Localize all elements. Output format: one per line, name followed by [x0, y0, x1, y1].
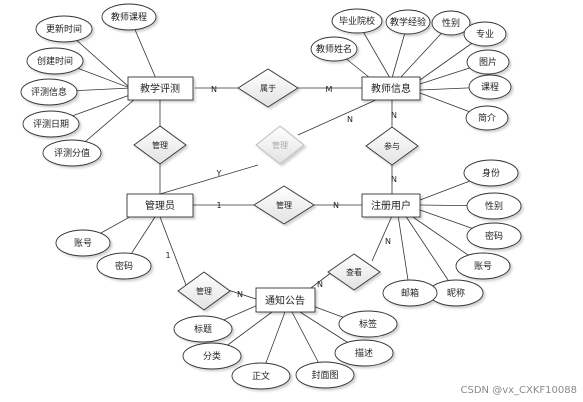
attr-eval-date: 评测日期 [33, 119, 69, 130]
rel-manage-notice: 管理 [196, 286, 212, 296]
attr-user-gender: 性别 [485, 200, 503, 212]
attr-email: 邮箱 [401, 287, 419, 299]
card-user-participate: N [391, 175, 397, 184]
entity-admin: 管理员 [145, 199, 175, 212]
attr-nickname: 昵称 [447, 287, 465, 299]
entity-notice: 通知公告 [265, 294, 305, 307]
attribute-labels: 教师课程 更新时间 创建时间 评测信息 评测日期 评测分值 毕业院校 教学经验 … [31, 11, 503, 382]
card-notice-view: N [317, 280, 323, 289]
attr-category: 分类 [203, 350, 221, 362]
attr-identity: 身份 [482, 167, 500, 179]
attr-intro: 简介 [478, 112, 496, 124]
attr-create-time: 创建时间 [37, 55, 73, 67]
attr-teacher-name: 教师姓名 [316, 43, 352, 55]
card-teacher-from-admin: N [347, 115, 353, 124]
attr-teaching-experience: 教学经验 [390, 16, 426, 28]
entities [126, 76, 421, 313]
attr-graduated-school: 毕业院校 [339, 15, 375, 27]
attr-user-password: 密码 [485, 230, 503, 242]
attr-user-account: 账号 [474, 261, 492, 272]
attr-eval-score: 评测分值 [54, 147, 90, 159]
card-user-view: N [385, 237, 391, 246]
rel-participate: 参与 [384, 141, 400, 151]
card-user-admin: N [333, 201, 339, 210]
card-belongs-teacher: M [326, 85, 333, 94]
attr-title: 标题 [194, 323, 212, 335]
entity-registered-user: 注册用户 [371, 199, 411, 212]
attr-tag: 标签 [359, 318, 377, 330]
card-admin-to-teacher: Y [216, 169, 222, 178]
card-notice-admin: N [237, 290, 243, 299]
attr-teacher-course: 教师课程 [111, 11, 147, 23]
relationships [133, 68, 419, 311]
attr-picture: 图片 [479, 56, 497, 68]
attr-teacher-gender: 性别 [442, 17, 460, 29]
card-admin-notice: 1 [165, 251, 170, 260]
relationship-labels: 属于 管理 管理 管理 参与 管理 查看 [152, 84, 400, 296]
entity-teaching-eval: 教学评测 [140, 82, 180, 95]
attr-course: 课程 [481, 82, 499, 93]
watermark: CSDN @vx_CXKF10088 [460, 385, 577, 396]
rel-manage-teacher: 管理 [272, 140, 288, 150]
card-teacher-participate: N [391, 111, 397, 120]
entity-labels: 教学评测 教师信息 管理员 注册用户 通知公告 [140, 82, 411, 307]
card-belongs-eval: N [211, 85, 217, 94]
rel-manage-user: 管理 [276, 200, 292, 210]
rel-belongs: 属于 [260, 84, 276, 93]
entity-teacher-info: 教师信息 [371, 82, 411, 95]
attr-cover-image: 封面图 [311, 369, 338, 381]
attr-body: 正文 [252, 370, 270, 382]
attr-description: 描述 [355, 347, 373, 359]
card-admin-user: 1 [216, 201, 221, 210]
cardinality-labels: N M Y N N N 1 N 1 N N N [165, 85, 397, 299]
rel-manage-eval: 管理 [152, 140, 168, 150]
rel-view: 查看 [346, 267, 362, 277]
attr-admin-account: 账号 [74, 238, 92, 249]
attr-major: 专业 [476, 28, 494, 40]
attr-update-time: 更新时间 [46, 23, 82, 35]
attr-eval-info: 评测信息 [31, 86, 67, 98]
attr-admin-password: 密码 [115, 260, 133, 272]
attribute-ovals [20, 3, 522, 390]
